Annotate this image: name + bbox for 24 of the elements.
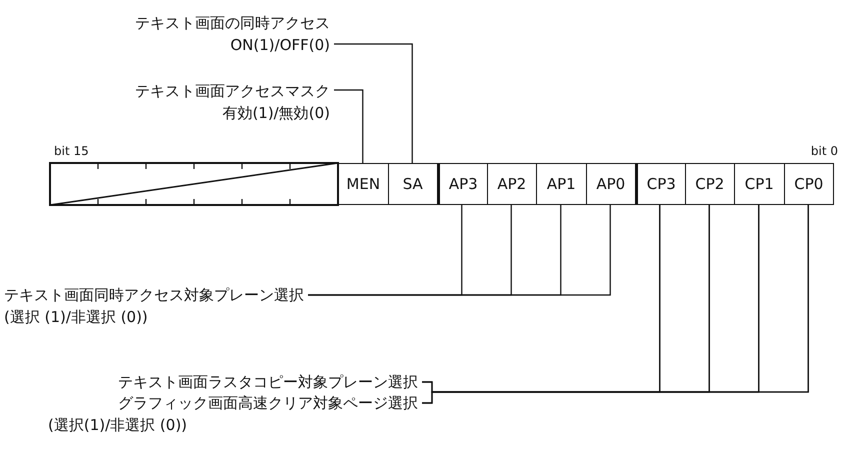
register-bit-field: CP0 — [784, 163, 834, 205]
register-bit-field: SA — [388, 163, 438, 205]
field-description: テキスト画面の同時アクセス — [135, 13, 330, 34]
leader-line — [334, 89, 364, 163]
value-note: (選択(1)/非選択 (0)) — [48, 415, 188, 436]
register-bit-field: AP3 — [437, 163, 488, 205]
bit-position-label: bit 15 — [54, 144, 89, 158]
field-description: テキスト画面アクセスマスク — [135, 81, 330, 102]
value-note: 有効(1)/無効(0) — [221, 103, 330, 124]
register-bit-field: CP2 — [684, 163, 735, 205]
leader-line — [334, 43, 413, 163]
leader-line — [308, 205, 611, 296]
register-bit-field: CP3 — [635, 163, 686, 205]
value-note: ON(1)/OFF(0) — [229, 35, 330, 56]
field-description: テキスト画面同時アクセス対象プレーン選択 — [4, 285, 304, 306]
field-description: テキスト画面ラスタコピー対象プレーン選択 — [118, 372, 418, 393]
bit-position-label: bit 0 — [810, 144, 838, 158]
register-bit-field: AP0 — [586, 163, 636, 205]
register-bit-field: CP1 — [734, 163, 784, 205]
value-note: (選択 (1)/非選択 (0)) — [4, 307, 149, 328]
register-bit-field: AP1 — [536, 163, 586, 205]
register-bit-field: AP2 — [486, 163, 537, 205]
register-bit-field: MEN — [338, 163, 388, 205]
field-description: グラフィック画面高速クリア対象ページ選択 — [118, 393, 418, 414]
